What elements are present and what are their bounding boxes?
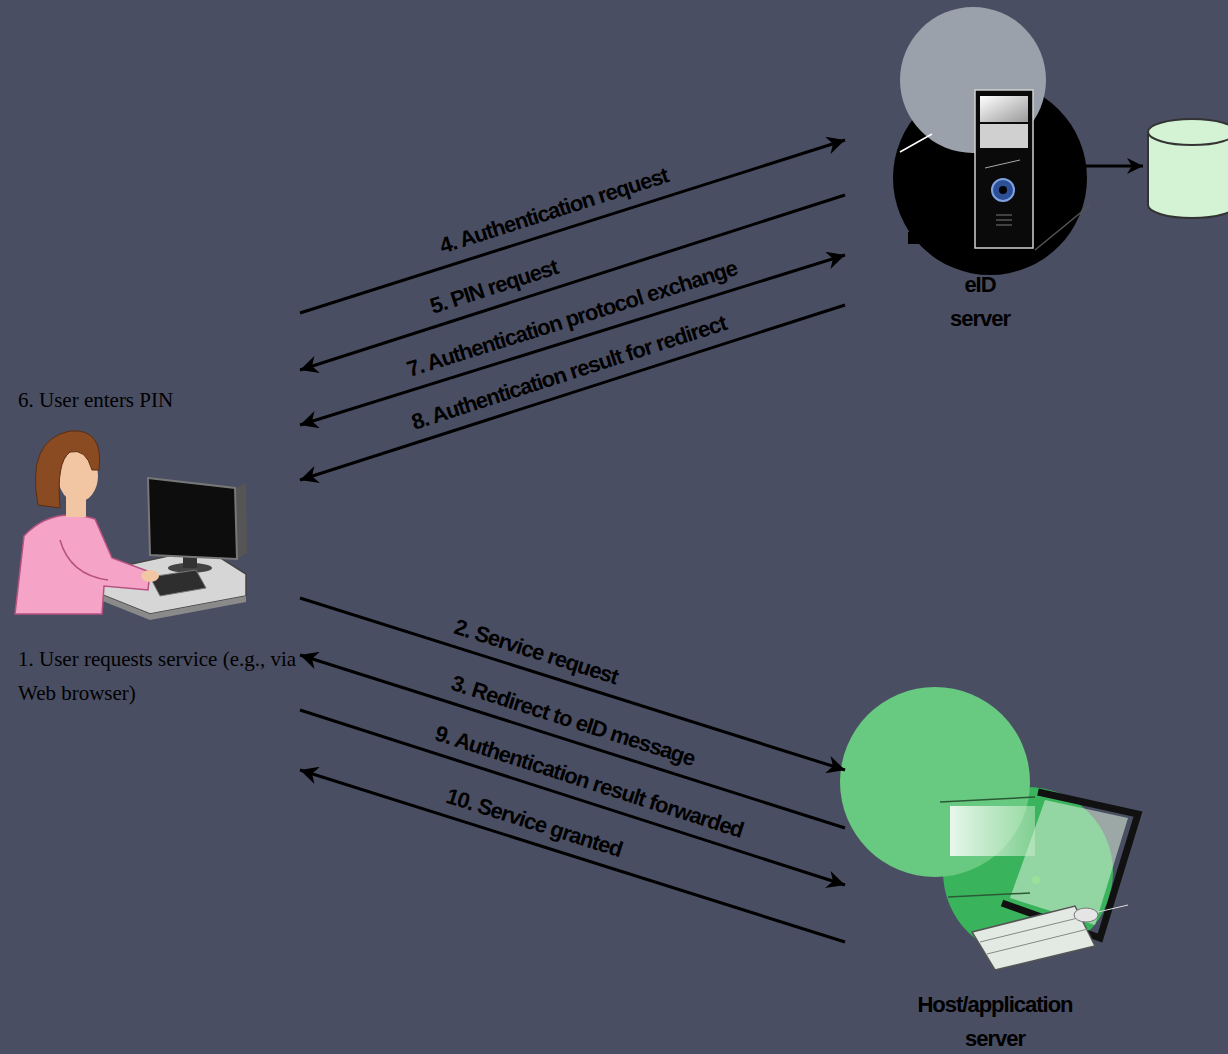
vent: [996, 225, 1012, 226]
user-arm: [60, 540, 108, 580]
vent: [996, 220, 1012, 221]
monitor: [148, 478, 237, 559]
keyboard-row: [987, 929, 1088, 954]
arrow-connector: [300, 195, 845, 370]
power-button: [992, 179, 1014, 201]
mouse: [1074, 908, 1098, 922]
mouse-cable: [1098, 905, 1128, 912]
power-button-core: [999, 186, 1007, 194]
node-box: eID server: [845, 55, 1115, 345]
user-neck: [66, 495, 86, 517]
arrow-connector: [300, 770, 845, 942]
database-cylinder: [1148, 119, 1228, 218]
edge-label: 2. Service request: [451, 613, 621, 689]
user-hand: [141, 570, 159, 582]
server-line: [900, 134, 932, 152]
edge-label: 5. PIN request: [427, 254, 561, 319]
user-illustration: [15, 431, 247, 620]
database-link: [1042, 165, 1143, 168]
connector-group: [300, 140, 845, 942]
server-tower: [975, 90, 1033, 248]
node-label: 6. User enters PIN: [18, 385, 298, 415]
eid-server-illustration: [893, 7, 1090, 275]
edge-label: 7. Authentication protocol exchange: [404, 256, 740, 383]
user-body: [15, 515, 150, 614]
led: [1032, 876, 1040, 884]
arrow-connector: [300, 655, 845, 828]
user-hair: [35, 431, 99, 508]
keyboard-row: [980, 917, 1082, 942]
server-highlight: [900, 7, 1046, 153]
arrow-connector: [300, 710, 845, 885]
arrow-connector: [300, 305, 845, 480]
drive-bay: [980, 96, 1028, 122]
arrow-connector: [300, 140, 845, 313]
drive-bay: [980, 124, 1028, 148]
node-box: Host/application server: [845, 700, 1145, 1054]
desk-edge: [95, 592, 246, 620]
edge-label: 10. Service granted: [443, 783, 625, 863]
vent: [996, 215, 1012, 216]
window-line: [948, 893, 1030, 897]
edge-label: 4. Authentication request: [436, 163, 671, 260]
host-illustration: [840, 687, 1138, 970]
tower-detail: [985, 160, 1020, 168]
node-box: 6. User enters PIN 1. User requests servi…: [5, 300, 300, 780]
arrow-connector: [300, 598, 845, 770]
window-line: [940, 797, 1035, 802]
window-panel: [950, 806, 1035, 856]
edge-label: 3. Redirect to eID message: [448, 670, 698, 772]
edge-label: 9. Authentication result forwarded: [432, 720, 747, 843]
server-line: [1035, 205, 1090, 250]
database-top: [1148, 119, 1228, 145]
node-label: Host/application server: [890, 988, 1100, 1054]
arrow-connector: [300, 255, 845, 425]
server-notch: [908, 232, 920, 244]
node-label: 1. User requests service (e.g., via Web …: [18, 642, 298, 710]
edge-label: 8. Authentication result for redirect: [408, 310, 729, 435]
node-label: eID server: [940, 268, 1020, 336]
